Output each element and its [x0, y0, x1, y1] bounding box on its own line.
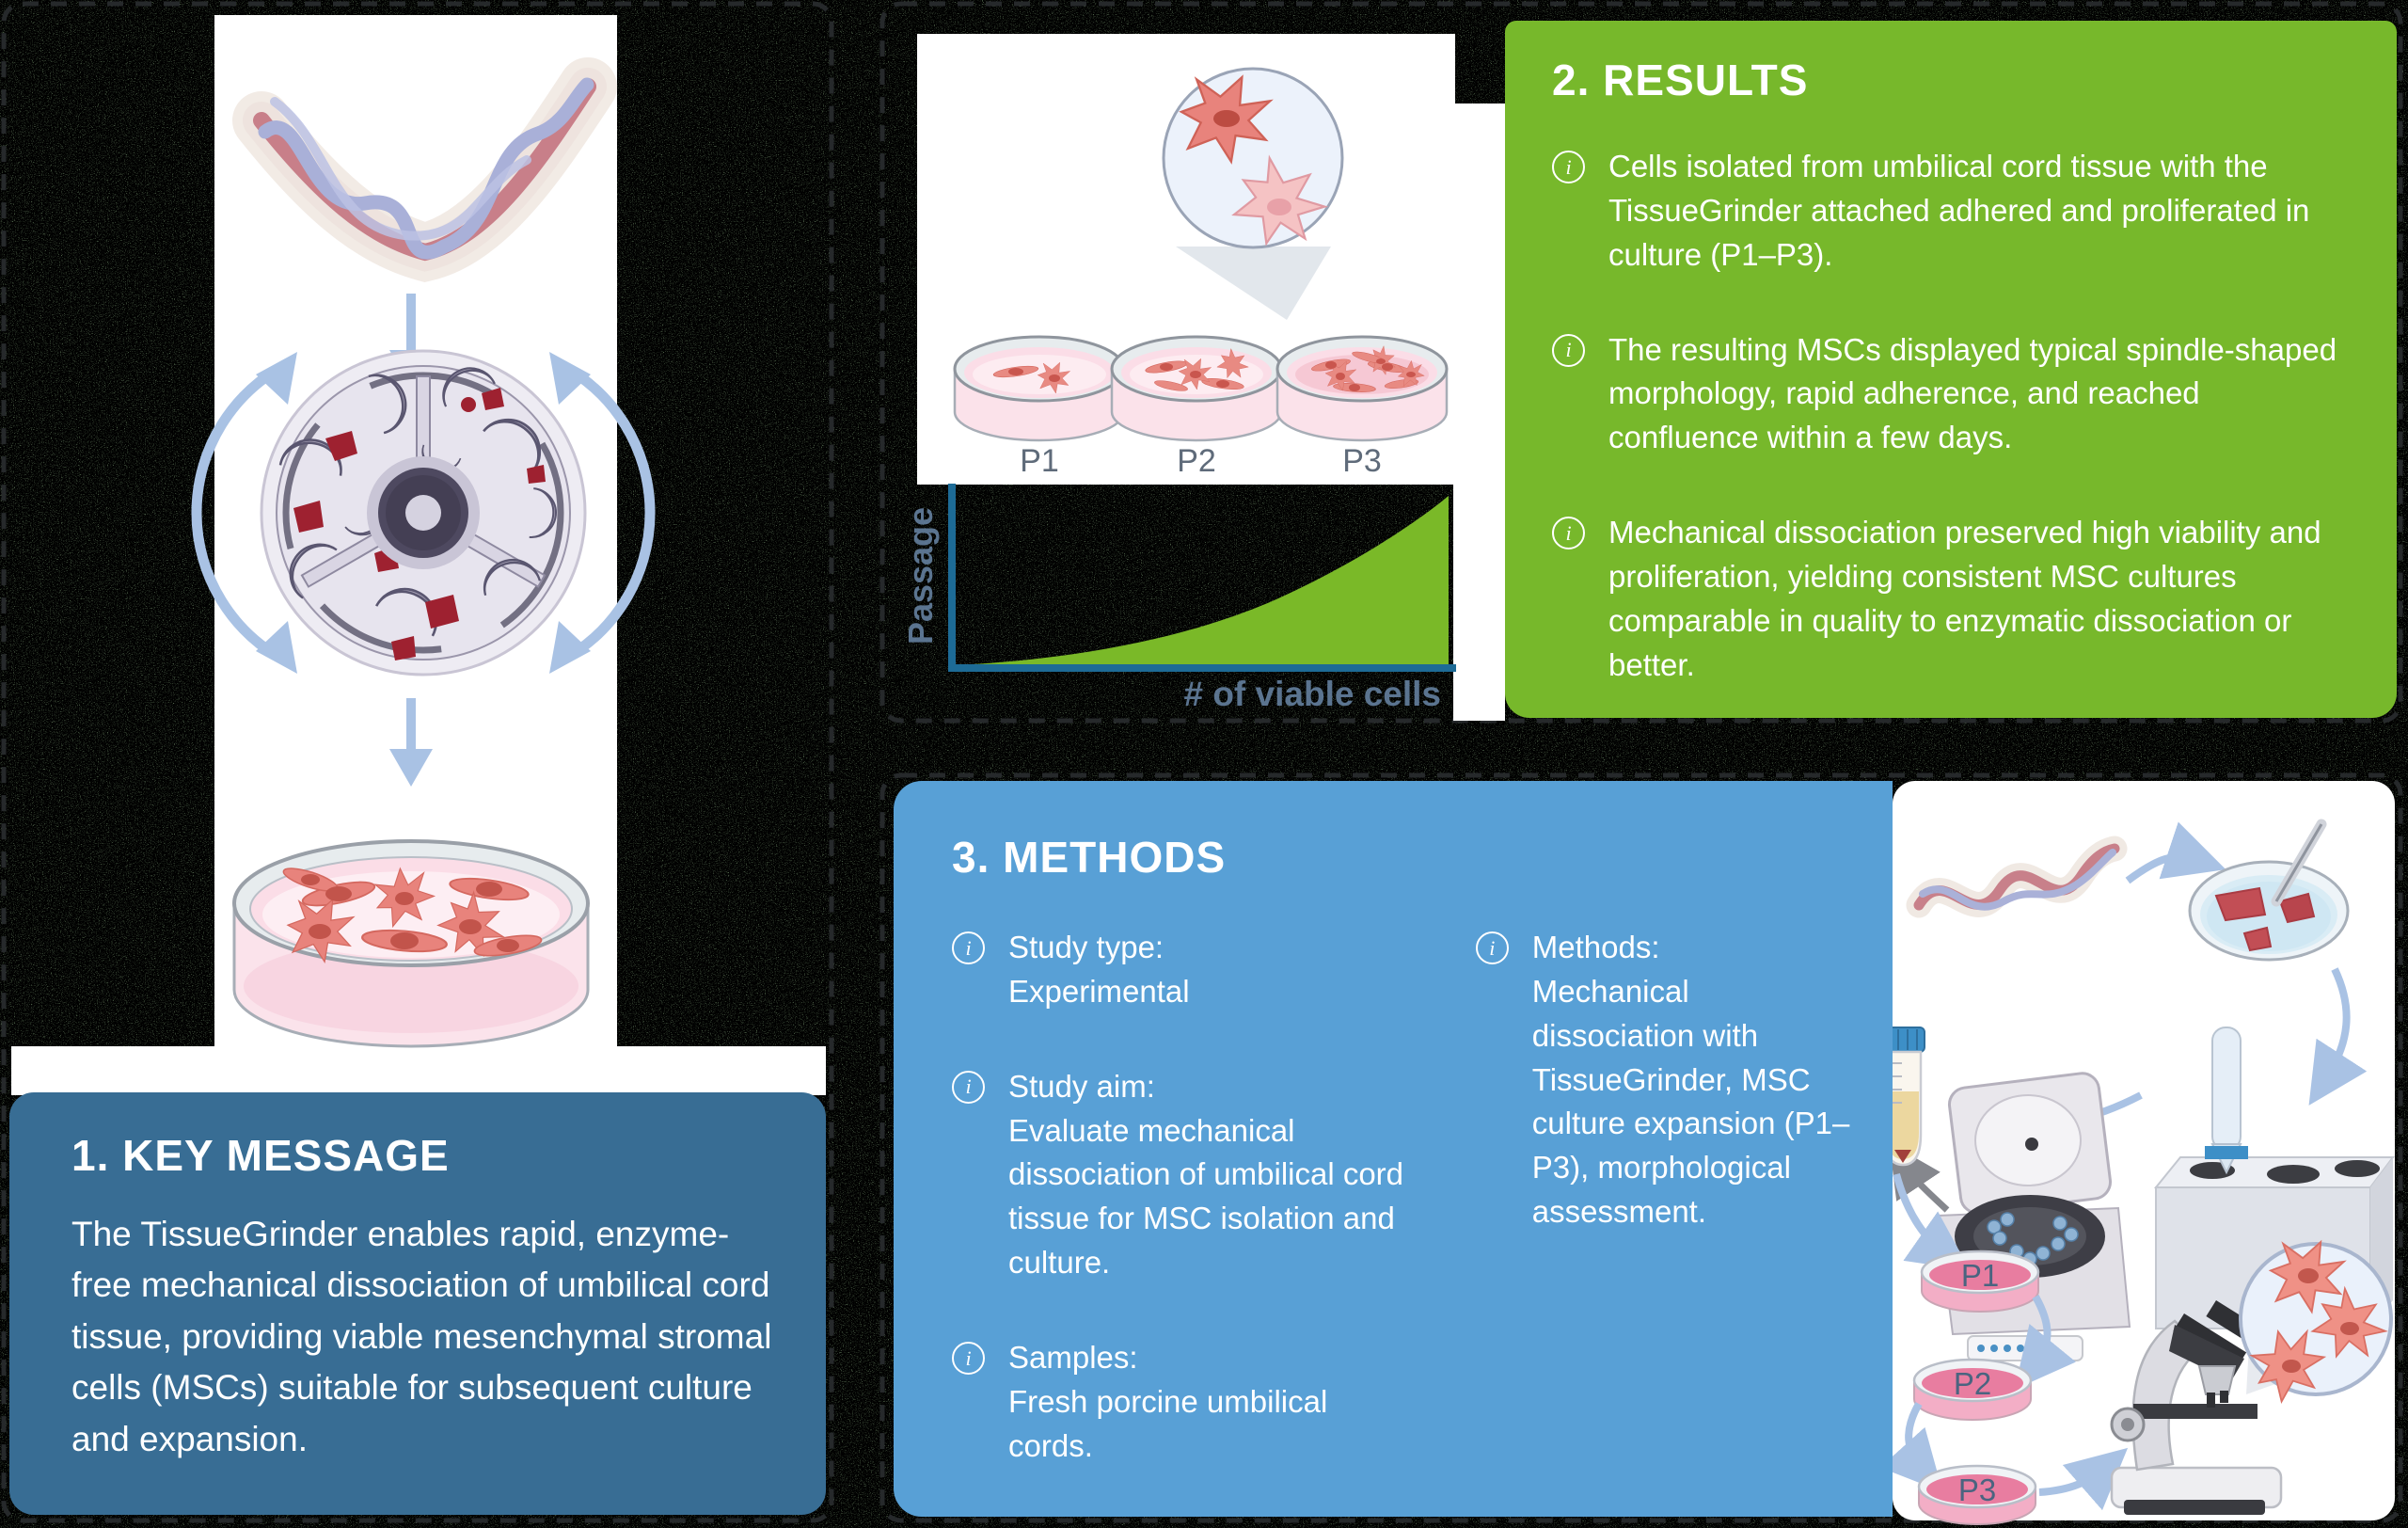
results-bullet: i The resulting MSCs displayed typical s… [1552, 328, 2355, 461]
passage-dish-label: P3 [1342, 443, 1382, 479]
info-icon: i [1475, 931, 1509, 964]
results-panel: 2. RESULTS i Cells isolated from umbilic… [1505, 21, 2397, 718]
down-arrow-icon [389, 698, 433, 787]
dissection-dish-illustration [2188, 819, 2350, 962]
methods-bullet: i Study type: Experimental [952, 926, 1419, 1014]
results-bullet-text: The resulting MSCs displayed typical spi… [1608, 331, 2337, 455]
info-icon: i [1552, 333, 1585, 367]
umbilical-cord-illustration [232, 57, 617, 282]
growth-curve-area [956, 496, 1449, 670]
workflow-arrow [2308, 967, 2368, 1106]
workflow-dish-label: P1 [1961, 1258, 1999, 1293]
info-icon: i [952, 931, 985, 964]
info-icon: i [952, 1070, 985, 1104]
magnifier-beam [1176, 247, 1331, 320]
cord-mini-illustration [1906, 836, 2128, 918]
workflow-dish-p1: P1 [1920, 1249, 2040, 1313]
growth-chart: Passage # of viable cells [901, 484, 1456, 713]
workflow-dish-p3: P3 [1917, 1464, 2037, 1525]
falcon-tube-illustration [1880, 1027, 1925, 1167]
methods-bullet-label: Samples: [1008, 1340, 1138, 1376]
passage-dish-p3 [1275, 335, 1449, 442]
result-cells-magnifier-circle [2239, 1241, 2396, 1414]
key-message-body: The TissueGrinder enables rapid, enzyme-… [71, 1215, 772, 1458]
workflow-dish-p2: P2 [1912, 1358, 2033, 1421]
results-bullet: i Cells isolated from umbilical cord tis… [1552, 145, 2355, 278]
passage-dish-p1 [953, 335, 1126, 442]
passage-dish-p2 [1110, 335, 1283, 442]
petri-dish-illustration [232, 839, 590, 1048]
methods-bullet-label: Study type: [1008, 930, 1164, 964]
results-bullet-text: Mechanical dissociation preserved high v… [1608, 515, 2321, 682]
passage-dish-label: P1 [1020, 443, 1059, 479]
passage-dish-label: P2 [1177, 443, 1216, 479]
methods-bullet: i Methods: Mechanical dissociation with … [1475, 926, 1859, 1234]
methods-heading: 3. METHODS [952, 833, 1227, 882]
methods-bullet: i Samples: Fresh porcine umbilical cords… [952, 1336, 1419, 1469]
chart-x-axis-label: # of viable cells [1183, 675, 1441, 713]
methods-bullet-text: Fresh porcine umbilical cords. [1008, 1383, 1328, 1463]
workflow-arrow-grey [1889, 1142, 1950, 1213]
methods-bullet-label: Study aim: [1008, 1068, 1155, 1104]
rotation-arrow-right-icon [549, 352, 656, 674]
info-icon: i [1552, 151, 1585, 183]
info-icon: i [1552, 517, 1585, 550]
section1-dashed-border [1, 1, 834, 1523]
results-bullet-text: Cells isolated from umbilical cord tissu… [1608, 149, 2310, 272]
rotation-arrow-left-icon [191, 352, 297, 674]
chart-y-axis-label: Passage [901, 507, 940, 645]
methods-bullet-text: Experimental [1008, 973, 1190, 1009]
methods-bullet-label: Methods: [1531, 930, 1660, 964]
section2-dashed-border [879, 1, 2403, 724]
methods-panel: 3. METHODS i Study type: Experimental i … [894, 781, 1893, 1517]
key-message-heading: 1. KEY MESSAGE [71, 1131, 450, 1180]
workflow-dish-label: P2 [1954, 1366, 1991, 1401]
tissue-grinder-illustration [260, 349, 587, 676]
results-bullet: i Mechanical dissociation preserved high… [1552, 511, 2355, 687]
chart-side-backing [1453, 103, 1505, 721]
workflow-arrow [2014, 1295, 2077, 1390]
centrifuge-illustration [1936, 1072, 2131, 1361]
key-message-backing-strip [11, 1046, 826, 1095]
passage-dishes-illustration: P1 P2 P3 [953, 335, 1449, 479]
info-icon: i [952, 1342, 985, 1376]
chart-x-axis [948, 664, 1456, 672]
workflow-arrow [2038, 1447, 2129, 1511]
chart-y-axis [948, 484, 956, 672]
methods-bullet: i Study aim: Evaluate mechanical dissoci… [952, 1065, 1419, 1285]
msc-magnifier-circle [1162, 67, 1344, 261]
methods-bullet-text: Mechanical dissociation with TissueGrind… [1531, 973, 1850, 1230]
workflow-arrow [2125, 821, 2226, 884]
workflow-arrow [1893, 1172, 1971, 1271]
methods-bullet-text: Evaluate mechanical dissociation of umbi… [1008, 1112, 1404, 1281]
workflow-dish-label: P3 [1958, 1472, 1996, 1507]
section3-dashed-border [879, 772, 2403, 1523]
results-heading: 2. RESULTS [1552, 56, 1809, 104]
workflow-arrow [1879, 1402, 1943, 1492]
workflow-illustration: P1 P2 P3 [1879, 819, 2396, 1525]
key-message-panel: 1. KEY MESSAGE The TissueGrinder enables… [9, 1092, 826, 1515]
